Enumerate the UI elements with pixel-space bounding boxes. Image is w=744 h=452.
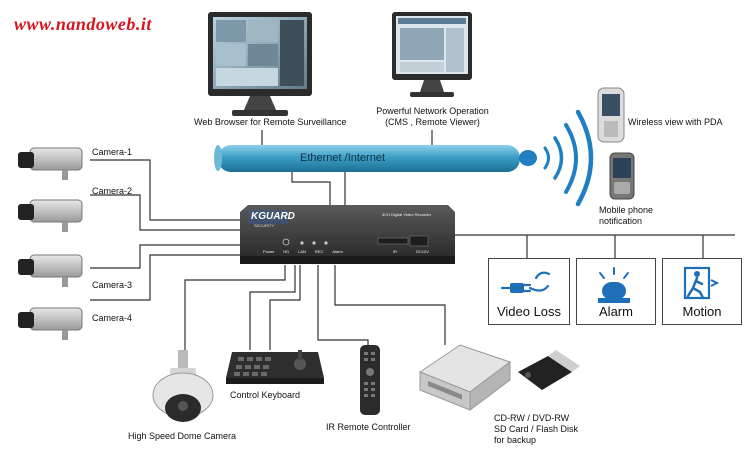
ir-remote-label: IR Remote Controller — [326, 422, 411, 432]
camera-3-label: Camera-3 — [92, 280, 133, 290]
ethernet-bar-label: Ethernet /Internet — [300, 152, 385, 164]
network-operation-monitor-icon — [392, 12, 472, 97]
control-keyboard-label: Control Keyboard — [230, 390, 301, 400]
camera-4-icon — [18, 307, 83, 340]
pda-icon — [597, 87, 625, 143]
dvr-unit — [240, 205, 455, 264]
connection-lines — [90, 130, 735, 350]
camera-1-icon — [18, 147, 83, 180]
dome-camera-label: High Speed Dome Camera — [128, 431, 237, 441]
camera-2-label: Camera-2 — [92, 186, 133, 196]
dvr-indicator-rec: REC — [314, 249, 324, 254]
dvr-brand-sub: SECURITY — [254, 223, 275, 228]
motion-box: Motion — [662, 258, 742, 325]
dvr-ir-label: IR — [393, 249, 397, 254]
web-browser-monitor-icon — [208, 12, 312, 116]
camera-4-label: Camera-4 — [92, 313, 133, 323]
dvr-indicator-alarm: Alarm — [332, 249, 343, 254]
ethernet-bar — [214, 145, 537, 172]
mobile-label-line-1: Mobile phone — [599, 205, 654, 215]
dvr-model-label: 4CH Digital Video Recorder — [382, 212, 432, 217]
web-browser-label: Web Browser for Remote Surveillance — [194, 117, 347, 127]
flash-disk-icon — [518, 350, 580, 390]
control-keyboard-icon — [226, 350, 324, 384]
mobile-label-line-2: notification — [599, 216, 643, 226]
dvr-indicator-lan: LAN — [298, 249, 306, 254]
video-loss-box: Video Loss — [488, 258, 570, 325]
camera-1-label: Camera-1 — [92, 147, 133, 157]
backup-label-line-3: for backup — [494, 435, 537, 445]
cd-rw-drive-icon — [418, 344, 512, 411]
pda-label: Wireless view with PDA — [628, 117, 723, 127]
alarm-label: Alarm — [599, 304, 633, 319]
network-operation-label: Powerful Network Operation (CMS , Remote… — [370, 106, 495, 128]
mobile-label: Mobile phone notification — [599, 205, 653, 227]
network-operation-line-1: Powerful Network Operation — [376, 106, 489, 116]
motion-label: Motion — [682, 304, 722, 319]
ir-remote-icon — [360, 345, 380, 415]
mobile-phone-icon — [609, 152, 635, 200]
wireless-signal-icon — [543, 109, 594, 207]
backup-label-line-1: CD-RW / DVD-RW — [494, 413, 570, 423]
dvr-dc-label: DC12V — [416, 249, 429, 254]
camera-2-icon — [18, 199, 83, 232]
dvr-indicator-power: Power — [263, 249, 275, 254]
alarm-box: Alarm — [576, 258, 656, 325]
dvr-indicator-labels: Power HD LAN REC Alarm — [263, 249, 373, 254]
dvr-indicator-hd: HD — [283, 249, 290, 254]
camera-3-icon — [18, 254, 83, 287]
dvr-brand: KGUARD — [251, 211, 295, 222]
backup-label: CD-RW / DVD-RW SD Card / Flash Disk for … — [494, 413, 578, 446]
network-operation-line-2: (CMS , Remote Viewer) — [385, 117, 480, 127]
backup-label-line-2: SD Card / Flash Disk — [494, 424, 579, 434]
video-loss-label: Video Loss — [496, 304, 562, 319]
watermark: www.nandoweb.it — [14, 14, 152, 34]
dome-camera-icon — [152, 350, 214, 422]
